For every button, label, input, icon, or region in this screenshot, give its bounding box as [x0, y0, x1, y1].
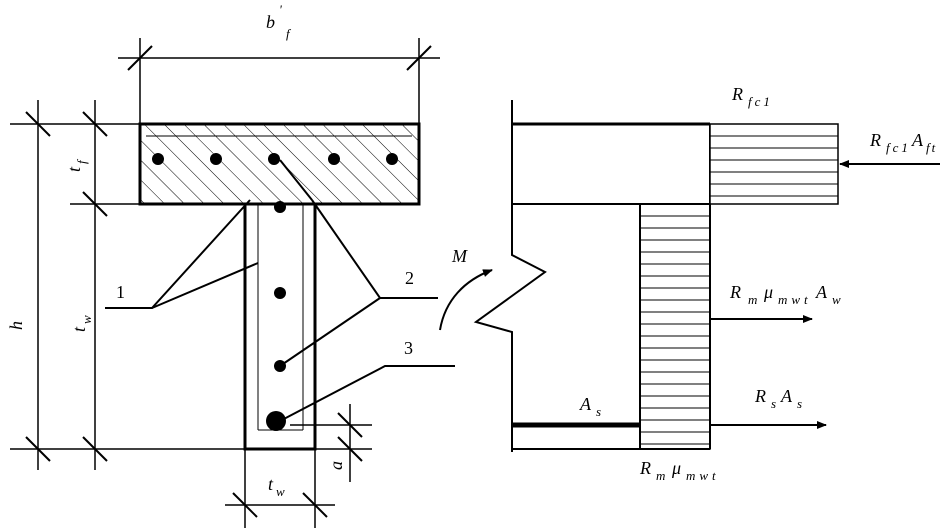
label-h: h	[6, 321, 26, 330]
svg-text:s: s	[596, 404, 601, 419]
web-rebar	[274, 201, 286, 213]
svg-text:R: R	[731, 84, 743, 104]
svg-text:fc1: fc1	[748, 94, 773, 109]
leader-2c	[279, 159, 313, 201]
svg-text:A: A	[911, 130, 924, 150]
svg-text:w: w	[832, 292, 841, 307]
web-rebar	[274, 287, 286, 299]
svg-text:': '	[279, 2, 282, 17]
label-bf: b ' f	[266, 2, 292, 41]
flange-rebar	[210, 153, 222, 165]
label-rs-as: R s A s	[754, 386, 802, 411]
svg-text:w: w	[276, 484, 285, 499]
svg-text:fc1: fc1	[886, 140, 911, 155]
moment-arrow: M	[439, 246, 493, 331]
svg-text:A: A	[815, 282, 828, 302]
label-rfc1-top: R fc1	[731, 84, 773, 109]
label-1: 1	[116, 282, 125, 302]
stress-diagram	[473, 100, 940, 452]
svg-text:mwt: mwt	[686, 468, 720, 483]
web-stress-block	[639, 203, 711, 450]
svg-text:μ: μ	[763, 282, 773, 302]
flange-rebar	[328, 153, 340, 165]
cross-section	[10, 38, 455, 528]
svg-text:A: A	[579, 394, 592, 414]
svg-text:μ: μ	[671, 458, 681, 478]
svg-text:f: f	[286, 26, 292, 41]
flange-rebar	[152, 153, 164, 165]
leader-3	[279, 365, 455, 422]
svg-text:R: R	[639, 458, 651, 478]
label-tf: t f	[64, 158, 89, 172]
svg-text:a: a	[326, 461, 346, 470]
leader-2b	[279, 297, 381, 367]
svg-text:A: A	[780, 386, 793, 406]
svg-text:w: w	[79, 315, 94, 324]
leader-1b	[151, 262, 259, 309]
svg-text:m: m	[656, 468, 665, 483]
leader-2	[311, 199, 438, 299]
svg-text:ft: ft	[926, 140, 937, 155]
flange	[138, 122, 421, 206]
label-rm-mu-bottom: R m μ mwt	[639, 458, 720, 483]
svg-text:M: M	[451, 246, 468, 266]
flange-rebar	[386, 153, 398, 165]
svg-text:b: b	[266, 12, 275, 32]
label-a: a	[326, 461, 346, 470]
svg-text:mwt: mwt	[778, 292, 812, 307]
label-as: A s	[579, 394, 601, 419]
flange-stress-hatch	[710, 135, 838, 197]
flange-stress-block	[709, 123, 839, 205]
leader-1	[105, 199, 251, 309]
label-rfc1-aft: R fc1 A ft	[869, 130, 937, 155]
svg-text:s: s	[797, 396, 802, 411]
label-3: 3	[404, 338, 413, 358]
svg-text:m: m	[748, 292, 757, 307]
main-tension-rebar	[266, 411, 286, 431]
svg-text:R: R	[869, 130, 881, 150]
svg-text:R: R	[754, 386, 766, 406]
web-stress-hatch	[640, 215, 710, 445]
svg-text:f: f	[74, 158, 89, 164]
label-tw-side: t w	[69, 315, 94, 332]
label-rm-mu-aw: R m μ mwt A w	[729, 282, 841, 307]
svg-text:R: R	[729, 282, 741, 302]
svg-text:h: h	[6, 321, 26, 330]
label-tw-bottom: t w	[268, 474, 285, 499]
flange-rebar	[268, 153, 280, 165]
svg-text:s: s	[771, 396, 776, 411]
break-line	[473, 100, 547, 452]
svg-text:t: t	[64, 166, 84, 172]
label-2: 2	[405, 268, 414, 288]
svg-text:t: t	[69, 326, 89, 332]
svg-text:t: t	[268, 474, 274, 494]
